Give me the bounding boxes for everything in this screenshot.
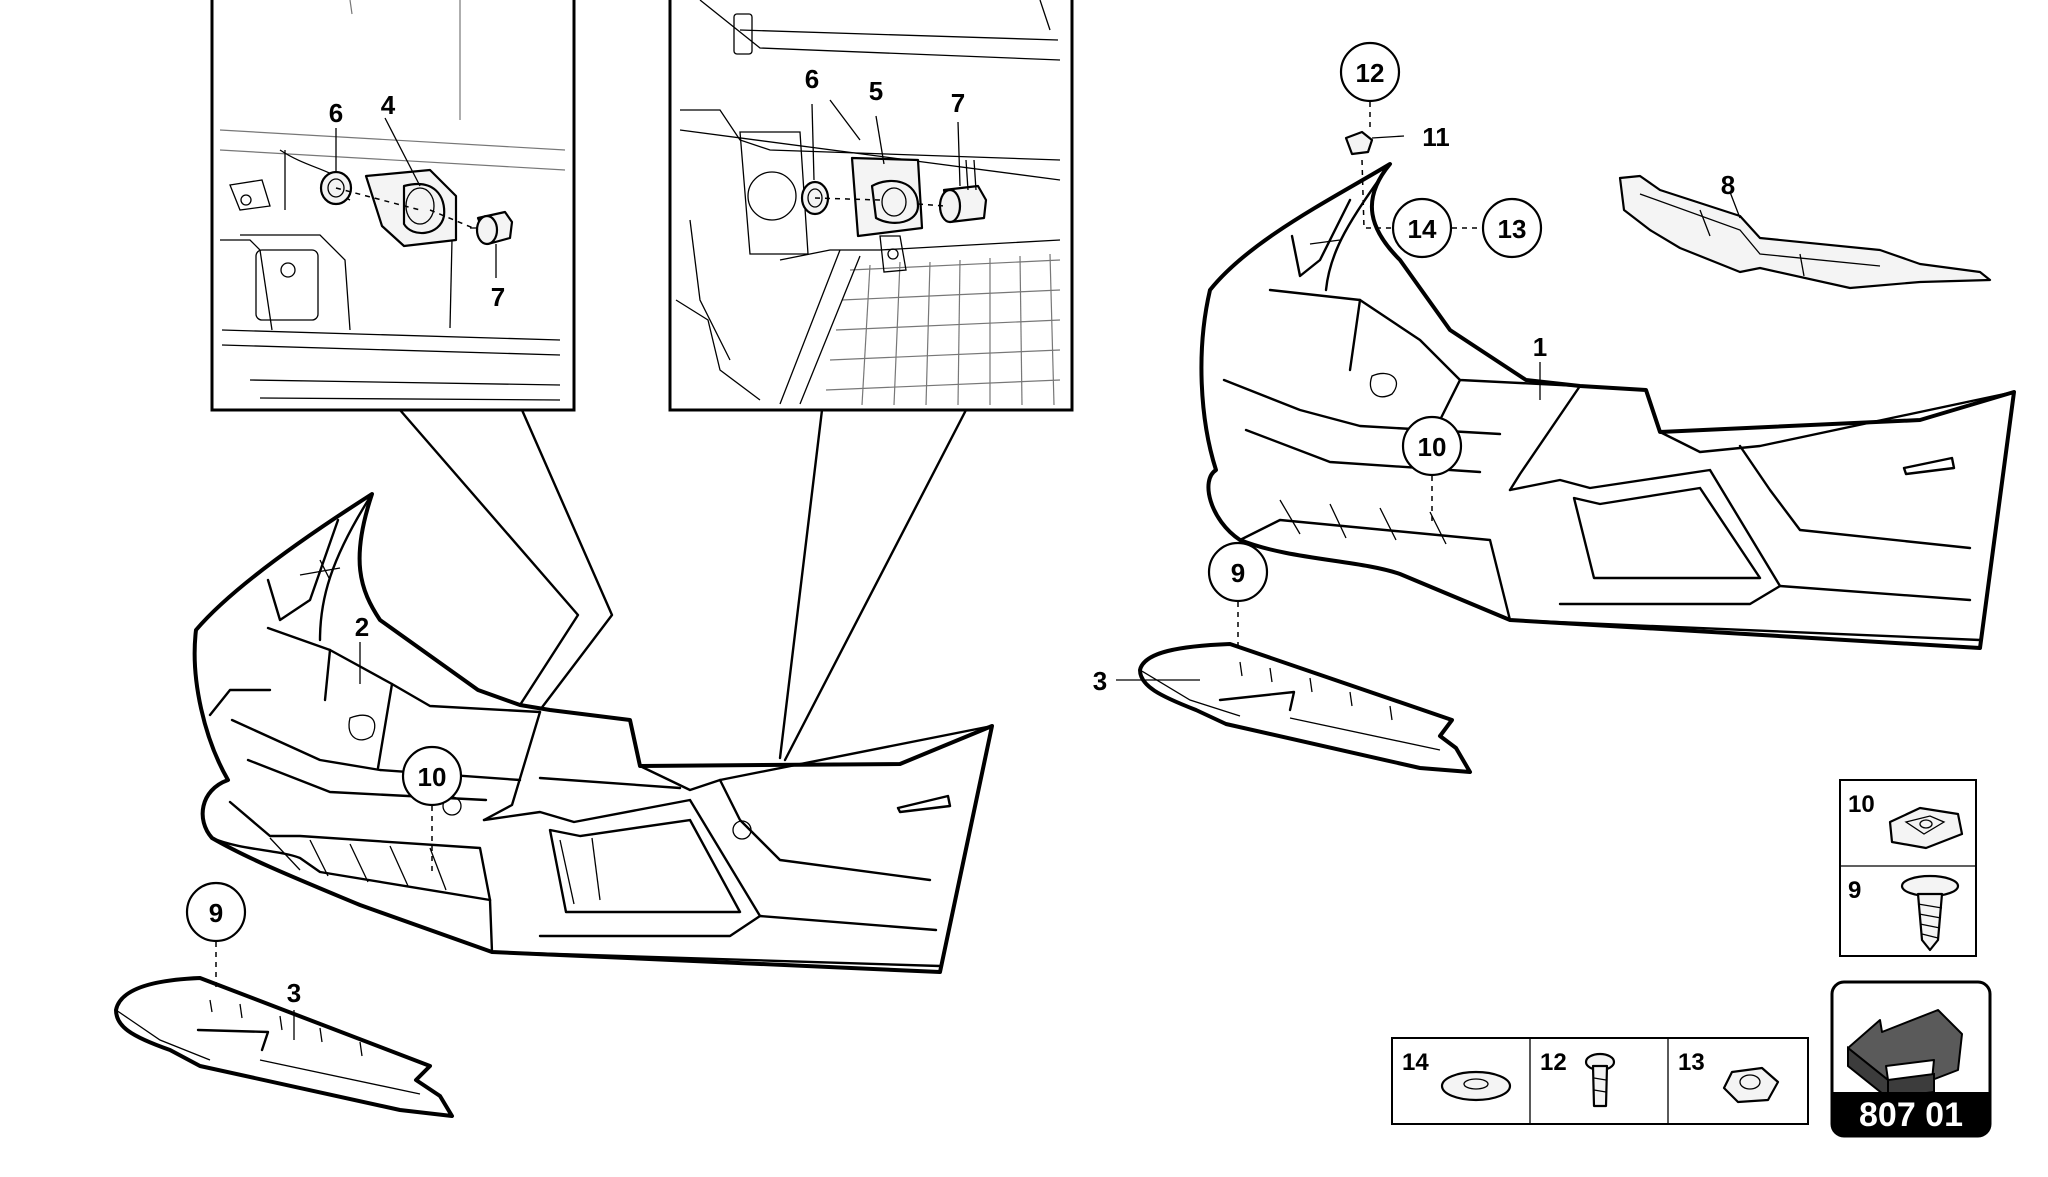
callout-13 (1481, 197, 1543, 259)
clip-nut-icon (1888, 806, 1964, 850)
label-14: 14 (1408, 214, 1437, 244)
label-10-right: 10 (1418, 432, 1447, 462)
screw-icon (1900, 874, 1960, 952)
label-5-right-inset: 5 (869, 76, 883, 106)
legend-label-13: 13 (1678, 1049, 1705, 1076)
label-10-left: 10 (418, 762, 447, 792)
bracket-part-8: 8 (1618, 170, 1992, 290)
bolt-icon (1584, 1052, 1616, 1108)
clip-assembly-right: 12 11 14 13 (1339, 41, 1543, 259)
label-7-right-inset: 7 (951, 88, 965, 118)
callout-14 (1391, 197, 1453, 259)
legend-hardware: 14 12 13 (1391, 1037, 1809, 1125)
label-8: 8 (1721, 170, 1735, 200)
legend-fasteners: 10 9 (1839, 779, 1977, 957)
label-3-right: 3 (1093, 666, 1107, 696)
label-3-left: 3 (287, 978, 301, 1008)
callout-10-left (401, 745, 463, 807)
washer-icon (1440, 1070, 1512, 1102)
page-code-badge: 807 01 (1830, 980, 1992, 1138)
callout-10-right (1401, 415, 1463, 477)
front-bumper-right-view: 1 10 (1199, 162, 2016, 650)
label-1: 1 (1533, 332, 1547, 362)
sensor-bracket-part-4 (364, 168, 458, 248)
label-2: 2 (355, 612, 369, 642)
front-bumper-left-view: 2 10 (192, 492, 994, 974)
label-13: 13 (1498, 214, 1527, 244)
label-9-right: 9 (1231, 558, 1245, 588)
callout-9-right (1207, 541, 1269, 603)
label-9-left: 9 (209, 898, 223, 928)
legend-label-12: 12 (1540, 1049, 1567, 1076)
parking-sensor-part-7-right (938, 159, 988, 224)
splitter-part-3-left: 9 3 (114, 881, 454, 1118)
label-11: 11 (1422, 122, 1450, 152)
label-12: 12 (1356, 58, 1385, 88)
sensor-holder-part-5 (850, 156, 924, 238)
inset-right-background (675, 0, 1061, 406)
label-6-left-inset: 6 (329, 98, 343, 128)
legend-label-9: 9 (1848, 877, 1861, 904)
inset-left: 6 4 7 (210, 0, 614, 712)
page-code: 807 01 (1859, 1096, 1963, 1134)
inset-left-background (219, 0, 566, 401)
parking-sensor-part-7-left (470, 210, 514, 246)
legend-label-10: 10 (1848, 791, 1875, 818)
label-4-left-inset: 4 (381, 90, 396, 120)
splitter-part-3-right: 9 3 (1093, 541, 1472, 774)
callout-9-left (185, 881, 247, 943)
label-6-right-inset: 6 (805, 64, 819, 94)
label-7-left-inset: 7 (491, 282, 505, 312)
inset-right: 6 5 7 (668, 0, 1074, 762)
legend-label-14: 14 (1402, 1049, 1429, 1076)
callout-12 (1339, 41, 1401, 103)
nut-icon (1722, 1066, 1780, 1104)
